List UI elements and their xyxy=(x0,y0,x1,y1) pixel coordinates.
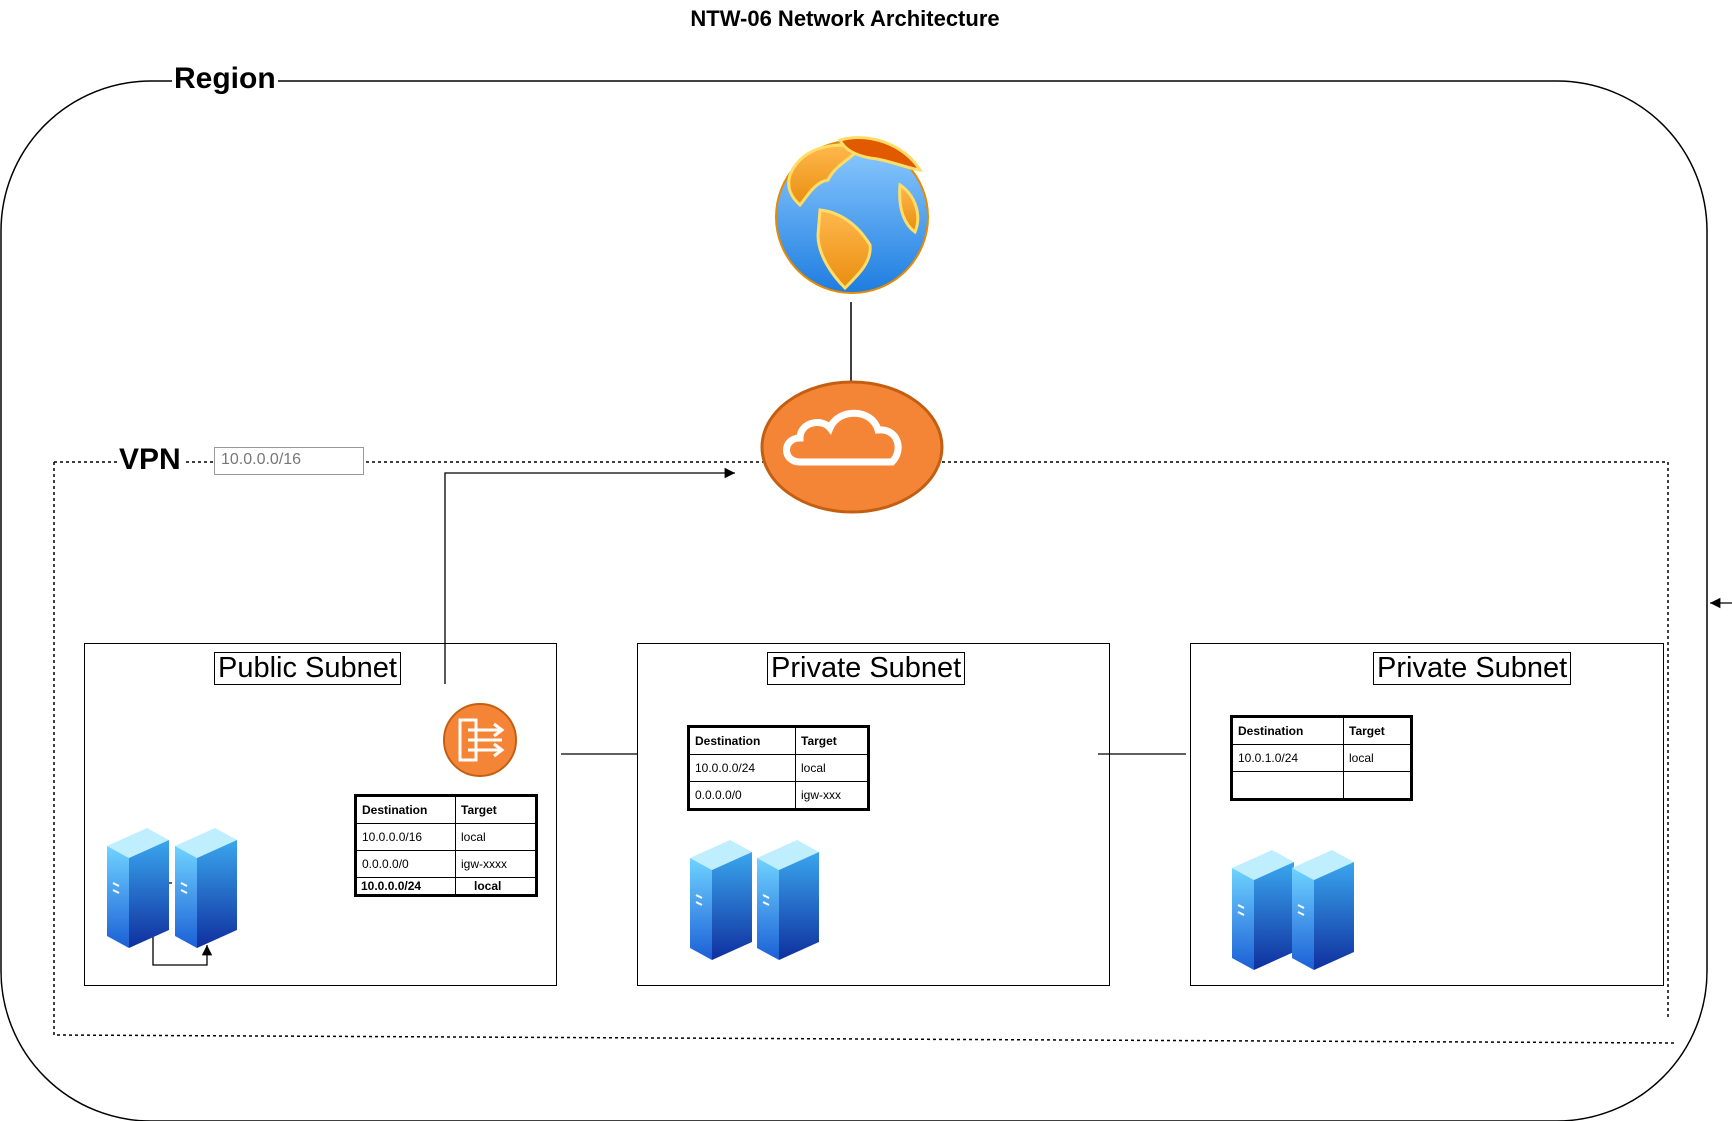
route-table-private-2: Destination Target 10.0.1.0/24 local xyxy=(1230,715,1413,801)
table-cell: 10.0.0.0/16 xyxy=(356,823,456,851)
route-table-public: Destination Target 10.0.0.0/16 local 0.0… xyxy=(354,794,538,897)
table-cell: 10.0.0.0/24 xyxy=(356,877,456,895)
table-cell: local xyxy=(455,823,536,851)
vpn-container xyxy=(53,461,1677,1044)
vpn-label: VPN xyxy=(117,443,183,477)
table-row: 10.0.1.0/24 local xyxy=(1232,744,1411,772)
public-subnet xyxy=(84,643,557,986)
column-header: Destination xyxy=(356,796,456,824)
region-container xyxy=(0,80,1708,1121)
table-cell: igw-xxx xyxy=(795,781,868,809)
region-label: Region xyxy=(172,62,278,96)
private-subnet-2-title: Private Subnet xyxy=(1373,652,1572,685)
vpn-cidr-field[interactable]: 10.0.0.0/16 xyxy=(214,447,364,475)
table-cell xyxy=(1232,771,1344,799)
column-header: Target xyxy=(795,727,868,755)
table-header-row: Destination Target xyxy=(1232,717,1411,745)
table-cell: local xyxy=(455,877,536,895)
nat-gateway-icon xyxy=(443,703,517,777)
table-row: 0.0.0.0/0 igw-xxx xyxy=(689,781,868,809)
table-header-row: Destination Target xyxy=(689,727,868,755)
column-header: Target xyxy=(455,796,536,824)
nat-to-igw-arrow xyxy=(444,467,735,684)
table-cell: igw-xxxx xyxy=(455,850,536,878)
public-subnet-title: Public Subnet xyxy=(214,652,401,685)
table-cell xyxy=(1343,771,1411,799)
table-row: 0.0.0.0/0 igw-xxxx xyxy=(356,850,536,878)
private-subnet-1 xyxy=(637,643,1110,986)
table-header-row: Destination Target xyxy=(356,796,536,824)
table-cell: local xyxy=(1343,744,1411,772)
table-cell: 0.0.0.0/0 xyxy=(689,781,796,809)
internet-gateway-icon xyxy=(760,380,944,514)
private-subnet-2 xyxy=(1190,643,1664,986)
table-cell: local xyxy=(795,754,868,782)
diagram-title: NTW-06 Network Architecture xyxy=(690,6,1000,31)
table-row: 10.0.0.0/16 local xyxy=(356,823,536,851)
table-row: 10.0.0.0/24 local xyxy=(689,754,868,782)
private-subnet-1-title: Private Subnet xyxy=(767,652,966,685)
table-row: 10.0.0.0/24 local xyxy=(356,877,536,895)
table-cell: 10.0.0.0/24 xyxy=(689,754,796,782)
table-cell: 10.0.1.0/24 xyxy=(1232,744,1344,772)
globe-icon xyxy=(775,136,929,294)
column-header: Target xyxy=(1343,717,1411,745)
column-header: Destination xyxy=(689,727,796,755)
table-row xyxy=(1232,771,1411,799)
column-header: Destination xyxy=(1232,717,1344,745)
table-cell: 0.0.0.0/0 xyxy=(356,850,456,878)
route-table-private-1: Destination Target 10.0.0.0/24 local 0.0… xyxy=(687,725,870,811)
